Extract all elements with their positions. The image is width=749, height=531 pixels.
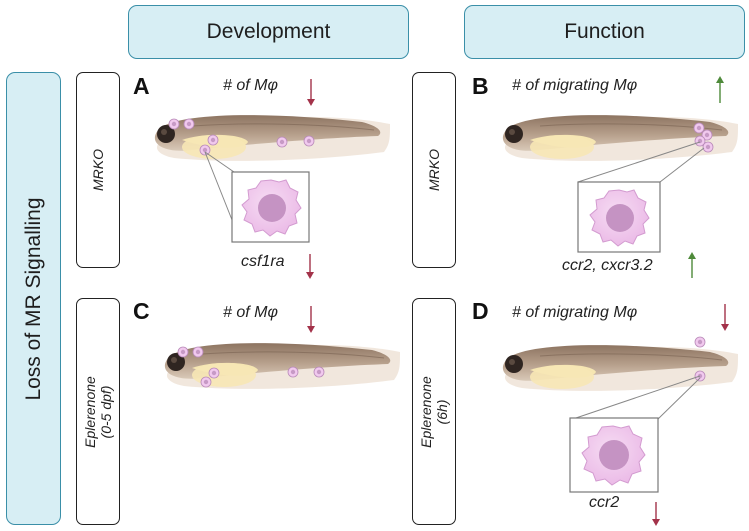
arrow-down-d-top (721, 304, 729, 331)
macrophage-dot (199, 144, 211, 156)
caption-c-top: # of Mφ (223, 304, 278, 321)
zebrafish-d (502, 344, 739, 392)
arrow-down-a-top (307, 79, 315, 106)
arrow-up-b-top (716, 76, 724, 103)
panel-letter-b: B (472, 73, 489, 99)
condition-box-b: MRKO (412, 72, 456, 268)
condition-box-c: Eplerenone (0-5 dpf) (76, 298, 120, 525)
macrophage-dot (177, 346, 189, 358)
condition-box-d: Eplerenone (6h) (412, 298, 456, 525)
loss-of-mr-signalling-label: Loss of MR Signalling (6, 72, 61, 525)
arrow-down-a-bottom (306, 254, 314, 279)
caption-a-bottom: csf1ra (241, 253, 285, 270)
caption-d-bottom: ccr2 (589, 494, 620, 511)
panel-letter-d: D (472, 298, 489, 324)
macrophage-dot (200, 376, 212, 388)
caption-b-top: # of migrating Mφ (512, 77, 638, 94)
panel-letter-c: C (133, 298, 150, 324)
macrophage-dot (192, 346, 204, 358)
macrophage-dot (313, 366, 325, 378)
caption-d-top: # of migrating Mφ (512, 304, 638, 321)
macrophage-dot (207, 134, 219, 146)
macrophage-dot (168, 118, 180, 130)
condition-box-a: MRKO (76, 72, 120, 268)
macrophage-dot (276, 136, 288, 148)
panel-letter-a: A (133, 73, 150, 99)
macrophage-dot (693, 122, 705, 134)
macrophage-dot (303, 135, 315, 147)
macrophage-dot (183, 118, 195, 130)
development-header: Development (128, 5, 409, 59)
macrophage-dot (287, 366, 299, 378)
arrow-up-b-bottom (688, 252, 696, 278)
arrow-down-c-top (307, 306, 315, 333)
macrophage-dot (208, 367, 220, 379)
macrophage-dot (702, 141, 714, 153)
function-header: Function (464, 5, 745, 59)
arrow-down-d-bottom (652, 502, 660, 526)
caption-a-top: # of Mφ (223, 77, 278, 94)
caption-b-bottom: ccr2, cxcr3.2 (562, 257, 653, 274)
macrophage-dot (694, 336, 706, 348)
